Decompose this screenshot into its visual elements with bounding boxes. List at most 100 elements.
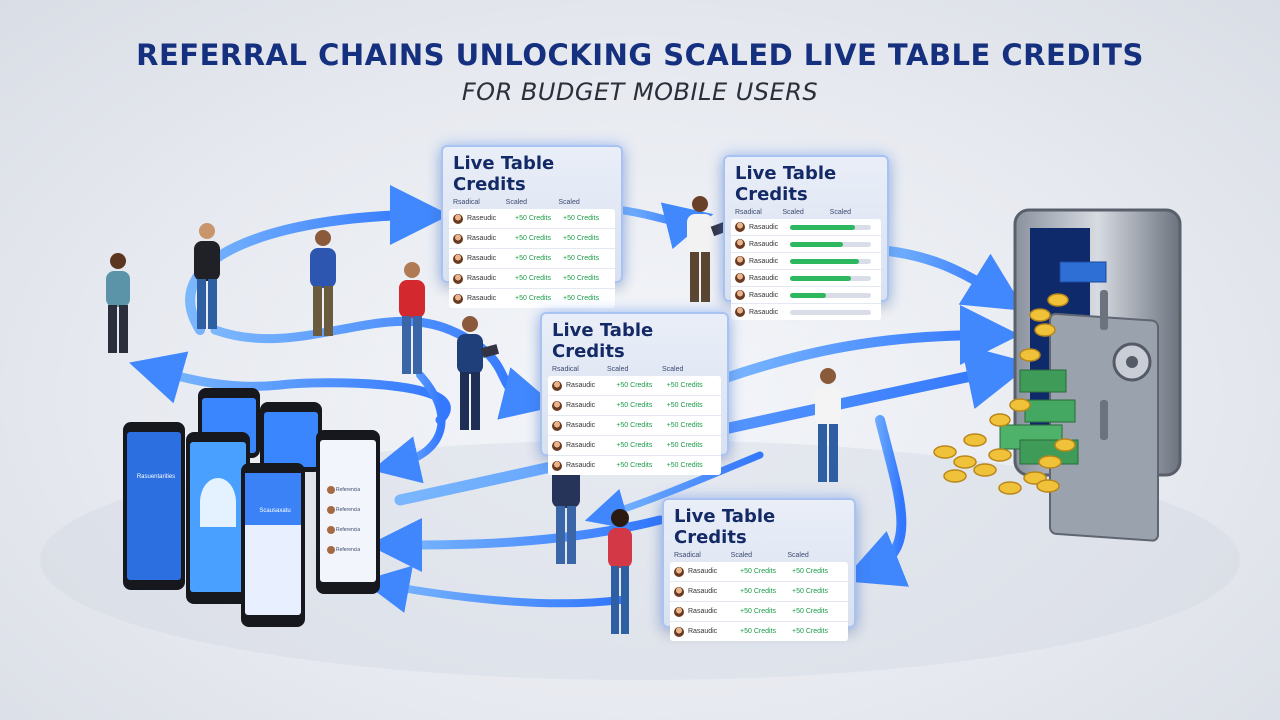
row-credit: +50 Credits [666,422,703,429]
column-header: Scaled [782,209,804,216]
avatar [735,273,745,283]
avatar [552,380,562,391]
row-credit: +50 Credits [563,215,599,222]
row-name: Rasaudic [467,275,497,282]
table-row: Rasaudic +50 Credits +50 Credits [548,456,721,475]
row-credit: +50 Credits [792,608,828,615]
page-title: REFERRAL CHAINS UNLOCKING SCALED LIVE TA… [136,38,1144,72]
progress-fill [789,258,859,264]
table-row: Rasaudic+50 Credits+50 Credits [449,249,615,269]
row-credit: +50 Credits [563,275,599,282]
flow-arrow [875,245,1026,311]
person-figure [457,316,500,430]
row-credit: +50 Credits [515,235,551,242]
flow-arrow [210,316,557,420]
row-credit: +50 Credits [666,382,703,389]
row-credit: +50 Credits [792,628,828,635]
row-name: Rasaudic [566,462,596,469]
column-header: Rsadical [674,552,701,559]
person-figure [106,253,130,353]
progress-bar [789,292,871,298]
column-header: Scaled [787,552,809,559]
panel-title: Live Table Credits [453,153,555,195]
row-name: Rasaudic [688,608,718,615]
table-row: Rasaudic+50 Credits+50 Credits [548,396,721,416]
table-row: Rasaudic+50 Credits+50 Credits [670,562,848,582]
row-name: Rasaudic [467,295,497,302]
avatar [453,213,463,224]
progress-bar [789,241,871,247]
flow-arrow [842,415,910,587]
list-item: Referencia [336,507,361,513]
smartphone [186,432,250,604]
list-item: Referencia [336,487,361,493]
person-figure [815,368,841,482]
row-credit: +50 Credits [740,628,776,635]
row-credit: +50 Credits [666,402,703,409]
column-header: Scaled [505,199,528,206]
person-figure [194,223,220,329]
row-credit: +50 Credits [616,402,653,409]
column-header: Rsadical [552,366,579,373]
row-name: Rasaudic [749,274,779,282]
panel-columns: Rsadical Scaled Scaled [542,366,727,373]
person-figure [399,262,425,374]
avatar [735,290,745,300]
avatar [453,233,463,244]
flow-arrow [185,185,450,335]
row-name: Rasaudic [749,308,779,316]
flow-arrow [371,371,446,484]
avatar [735,307,745,317]
table-row: Rasaudic +50 Credits +50 Credits [548,416,721,436]
row-name: Rasaudic [688,628,718,635]
row-credit: +50 Credits [515,295,551,302]
avatar [674,606,684,617]
row-name: Raseudic [467,215,497,222]
avatar [674,566,684,577]
column-header: Rsadical [735,209,762,216]
row-credit: +50 Credits [792,588,828,595]
credits-panel: Live Table Credits Rsadical Scaled Scale… [723,155,889,320]
panel-title: Live Table Credits [552,320,654,362]
row-credit: +50 Credits [616,462,653,469]
table-row: Rasaudic [731,219,881,236]
table-row: Rasaudic+50 Credits+50 Credits [449,289,615,308]
table-row: Rasaudic+50 Credits+50 Credits [548,376,721,396]
row-credit: +50 Credits [616,442,653,449]
table-row: Rasaudic +50 Credits +50 Credits [548,436,721,456]
row-credit: +50 Credits [563,235,599,242]
table-row: Rasaudic+50 Credits+50 Credits [449,229,615,249]
row-credit: +50 Credits [740,608,776,615]
row-name: Rasaudic [566,442,596,449]
row-name: Rasaudic [688,588,718,595]
credits-panel: Live Table Credits Rsadical Scaled Scale… [540,312,729,475]
avatar [552,440,562,451]
row-name: Rasaudic [566,382,596,389]
row-name: Rasaudic [566,422,596,429]
flow-arrow [715,305,1020,385]
progress-fill [789,275,851,281]
table-row: Rasaudic [731,304,881,320]
row-name: Rasaudic [749,223,779,231]
avatar [552,420,562,431]
avatar [552,460,562,471]
progress-fill [789,241,843,247]
panel-title: Live Table Credits [735,163,837,205]
avatar [453,293,463,304]
row-credit: +50 Credits [616,422,653,429]
phone-screen-title: Rasuentarities [136,474,176,480]
list-item: Referencia [336,547,361,553]
flow-arrow [361,565,624,613]
avatar [735,256,745,266]
row-credit: +50 Credits [515,275,551,282]
credits-panel: Live Table Credits Rsadical Scaled Scale… [662,498,856,641]
avatar [674,586,684,597]
progress-bar [789,224,871,230]
row-credit: +50 Credits [740,588,776,595]
table-row: Raseudic+50 Credits+50 Credits [449,209,615,229]
row-credit: +50 Credits [666,462,703,469]
row-credit: +50 Credits [666,442,703,449]
panel-columns: Rsadical Scaled Scaled [725,209,887,216]
avatar [453,253,463,264]
